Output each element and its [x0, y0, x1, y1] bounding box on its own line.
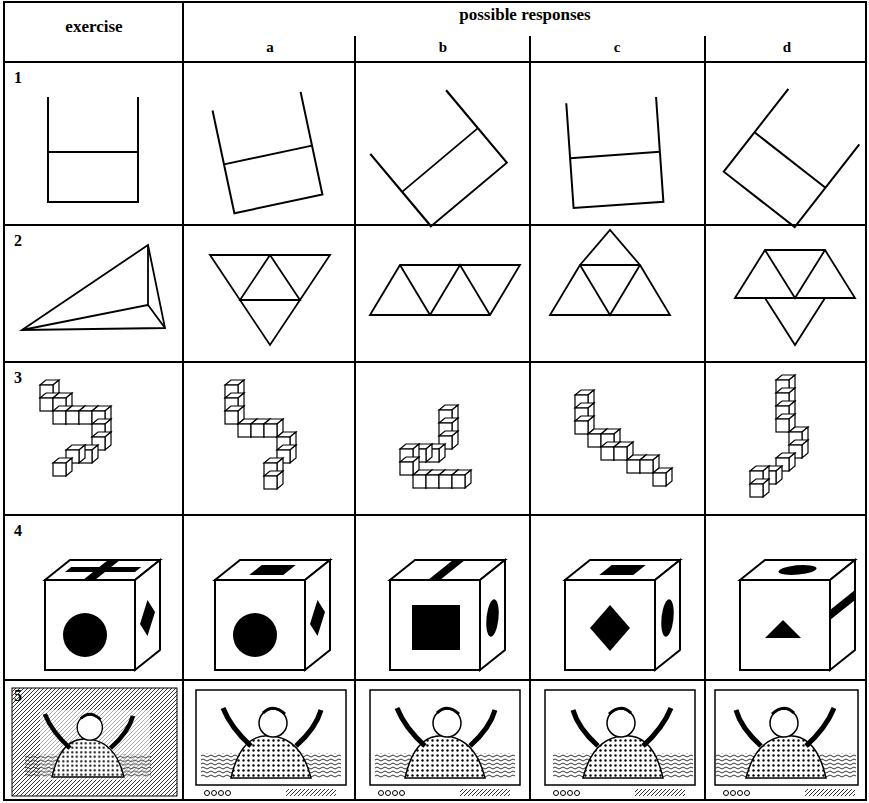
- cube-snake: [750, 375, 808, 497]
- cube-snake: [575, 390, 672, 486]
- row-number: 1: [14, 70, 22, 86]
- row-number: 4: [14, 523, 22, 539]
- row-number: 2: [14, 233, 22, 249]
- column-header: possible responses: [459, 6, 590, 23]
- row-number: 3: [14, 370, 22, 386]
- column-header: c: [614, 40, 621, 55]
- row-number: 5: [14, 688, 22, 704]
- cube-snake: [225, 380, 296, 489]
- column-header: exercise: [65, 18, 122, 35]
- column-header: a: [266, 40, 274, 55]
- cube-snake: [400, 405, 471, 488]
- cube-snake: [40, 380, 111, 476]
- column-header: b: [439, 40, 447, 55]
- column-header: d: [783, 40, 791, 55]
